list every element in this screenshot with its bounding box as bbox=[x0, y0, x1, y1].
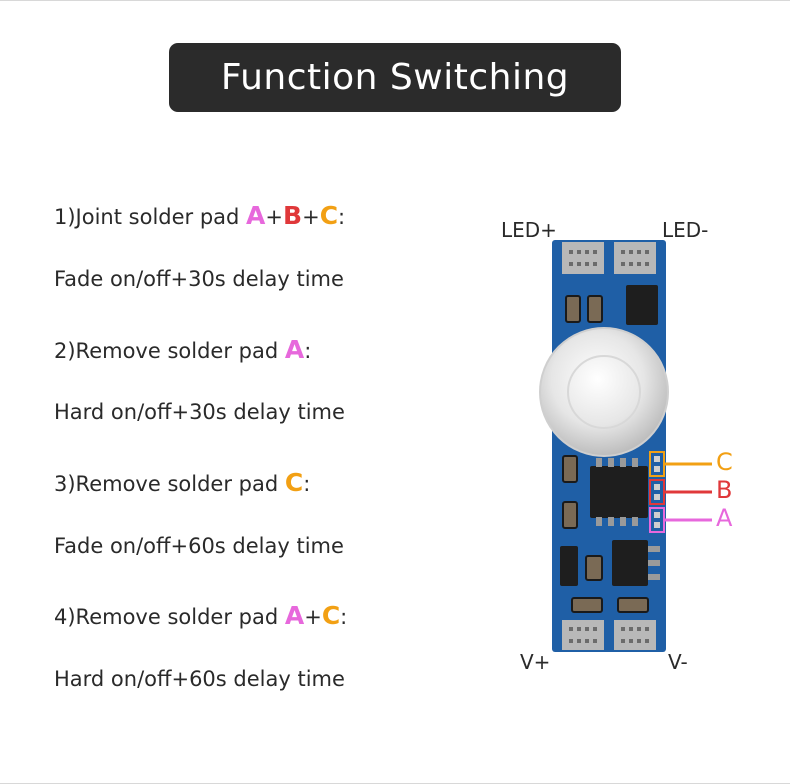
instruction-4-description: Hard on/off+60s delay time bbox=[54, 667, 345, 691]
pad-c-label: C bbox=[319, 201, 339, 230]
instruction-heading-text: 2)Remove solder pad bbox=[54, 339, 285, 363]
v-plus-pad bbox=[562, 620, 604, 650]
callout-c-label: C bbox=[716, 448, 733, 476]
capacitor bbox=[617, 597, 649, 613]
pir-sensor-lens bbox=[539, 327, 669, 457]
page-title: Function Switching bbox=[220, 57, 570, 98]
instruction-1-description: Fade on/off+30s delay time bbox=[54, 267, 344, 291]
capacitor bbox=[587, 295, 603, 323]
v-minus-label: V- bbox=[668, 650, 688, 674]
instruction-heading-text: 1)Joint solder pad bbox=[54, 205, 247, 229]
resistor bbox=[585, 555, 603, 581]
pad-c-label: C bbox=[284, 468, 304, 497]
plus-sign: + bbox=[304, 605, 322, 629]
instruction-1-heading: 1)Joint solder pad A+B+C: bbox=[54, 201, 345, 230]
led-minus-pad bbox=[614, 242, 656, 274]
colon: : bbox=[304, 339, 312, 363]
pad-a-label: A bbox=[246, 201, 266, 230]
diode bbox=[560, 546, 578, 586]
regulator-chip bbox=[612, 540, 648, 586]
callout-a-label: A bbox=[716, 504, 733, 532]
capacitor bbox=[565, 295, 581, 323]
colon: : bbox=[303, 472, 311, 496]
plus-sign: + bbox=[302, 205, 320, 229]
instruction-4-heading: 4)Remove solder pad A+C: bbox=[54, 601, 347, 630]
ic-chip-main bbox=[590, 466, 648, 518]
v-plus-label: V+ bbox=[520, 650, 551, 674]
led-plus-pad bbox=[562, 242, 604, 274]
instruction-2-description: Hard on/off+30s delay time bbox=[54, 400, 345, 424]
capacitor bbox=[571, 597, 603, 613]
led-minus-label: LED- bbox=[662, 218, 709, 242]
led-plus-label: LED+ bbox=[501, 218, 557, 242]
pad-b-label: B bbox=[283, 201, 303, 230]
resistor bbox=[562, 501, 578, 529]
callout-b-label: B bbox=[716, 476, 733, 504]
resistor bbox=[562, 455, 578, 483]
title-banner: Function Switching bbox=[169, 43, 621, 112]
instruction-3-description: Fade on/off+60s delay time bbox=[54, 534, 344, 558]
plus-sign: + bbox=[265, 205, 284, 229]
instruction-heading-text: 4)Remove solder pad bbox=[54, 605, 285, 629]
ic-chip-top bbox=[626, 285, 658, 325]
colon: : bbox=[338, 205, 346, 229]
v-minus-pad bbox=[614, 620, 656, 650]
colon: : bbox=[340, 605, 348, 629]
instruction-2-heading: 2)Remove solder pad A: bbox=[54, 335, 311, 364]
pad-a-label: A bbox=[284, 601, 305, 630]
pad-a-label: A bbox=[284, 335, 305, 364]
instruction-heading-text: 3)Remove solder pad bbox=[54, 472, 285, 496]
pad-c-label: C bbox=[321, 601, 341, 630]
instruction-3-heading: 3)Remove solder pad C: bbox=[54, 468, 310, 497]
